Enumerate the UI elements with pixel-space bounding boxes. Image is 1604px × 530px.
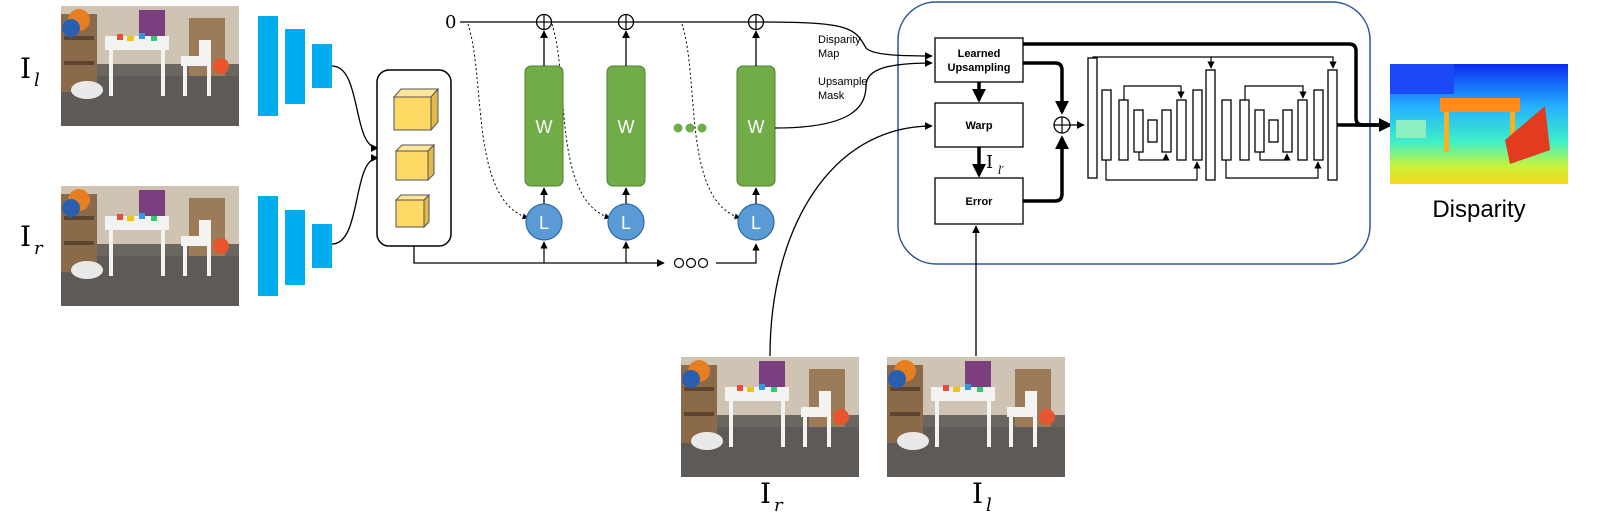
upsample-mask-label-line1: Upsample bbox=[818, 76, 868, 88]
volume-cube-medium bbox=[394, 143, 436, 182]
left-image-subscript: l bbox=[34, 70, 40, 91]
lookup-label: L bbox=[751, 213, 761, 233]
warped-image-subscript: l′ bbox=[998, 164, 1005, 177]
bottom-right-image bbox=[681, 357, 859, 477]
bottom-left-image bbox=[887, 357, 1065, 477]
gru-block-2: W bbox=[606, 65, 646, 187]
ellipsis-green-dots bbox=[673, 123, 707, 133]
left-image-label: I bbox=[20, 52, 31, 85]
hourglass-network bbox=[1087, 57, 1338, 181]
bus-to-lookup-arrow-3 bbox=[716, 243, 760, 264]
gru-label: W bbox=[536, 117, 553, 137]
init-disparity-zero: 0 bbox=[445, 12, 456, 33]
lookup-label: L bbox=[539, 213, 549, 233]
dotted-arrow-3 bbox=[681, 23, 741, 220]
right-image-subscript: r bbox=[34, 238, 44, 259]
right-feature-encoder bbox=[258, 196, 332, 296]
lookup-node-3: L bbox=[737, 203, 775, 241]
bottom-left-image-label: I bbox=[972, 477, 983, 510]
learned-upsampling-label-line2: Upsampling bbox=[948, 62, 1011, 74]
correlation-bus-line bbox=[413, 246, 665, 267]
right-image bbox=[61, 186, 239, 306]
hourglass-skip-connections bbox=[1092, 56, 1337, 181]
lookup-label: L bbox=[621, 213, 631, 233]
volume-cube-large bbox=[392, 87, 440, 132]
disparity-output-image bbox=[1390, 64, 1568, 184]
sum-node-2 bbox=[617, 13, 635, 31]
lookup-node-1: L bbox=[525, 203, 563, 241]
disparity-map-label-line1: Disparity bbox=[818, 34, 861, 46]
warped-image-label: I bbox=[986, 152, 993, 173]
bottom-right-image-subscript: r bbox=[774, 495, 784, 516]
sum-node-3 bbox=[747, 13, 765, 31]
upsample-mask-label-line2: Mask bbox=[818, 90, 845, 102]
dotted-arrow-1 bbox=[467, 23, 529, 220]
volume-cube-small bbox=[394, 193, 431, 229]
disparity-output-label: Disparity bbox=[1432, 196, 1525, 223]
right-image-label: I bbox=[20, 220, 31, 253]
error-box: Error bbox=[934, 177, 1024, 225]
bottom-left-image-subscript: l bbox=[986, 495, 992, 516]
lookup-node-2: L bbox=[607, 203, 645, 241]
disparity-map-arrow bbox=[762, 21, 933, 60]
gru-label: W bbox=[748, 117, 765, 137]
gru-label: W bbox=[618, 117, 635, 137]
error-label: Error bbox=[966, 196, 994, 208]
right-feature-arrow bbox=[331, 154, 379, 245]
gru-block-1: W bbox=[524, 65, 564, 187]
learned-upsampling-label-line1: Learned bbox=[958, 48, 1001, 60]
learned-upsampling-box: Learned Upsampling bbox=[934, 37, 1024, 83]
bottom-right-image-label: I bbox=[760, 477, 771, 510]
left-feature-encoder bbox=[258, 16, 332, 116]
left-feature-arrow bbox=[331, 65, 379, 152]
dotted-arrow-2 bbox=[551, 23, 611, 220]
warp-label: Warp bbox=[965, 120, 992, 132]
ellipsis-open-circles bbox=[673, 257, 709, 269]
left-image bbox=[61, 6, 239, 126]
upsample-to-concat-arrow bbox=[1023, 61, 1069, 115]
concat-node bbox=[1053, 116, 1071, 134]
upsample-mask-arrow bbox=[774, 59, 933, 129]
error-to-concat-arrow bbox=[1023, 135, 1069, 203]
gru-block-3: W bbox=[736, 65, 776, 187]
disparity-map-label-line2: Map bbox=[818, 48, 839, 60]
sum-node-1 bbox=[535, 13, 553, 31]
right-image-to-warp-arrow bbox=[769, 122, 933, 357]
warp-box: Warp bbox=[934, 102, 1024, 148]
